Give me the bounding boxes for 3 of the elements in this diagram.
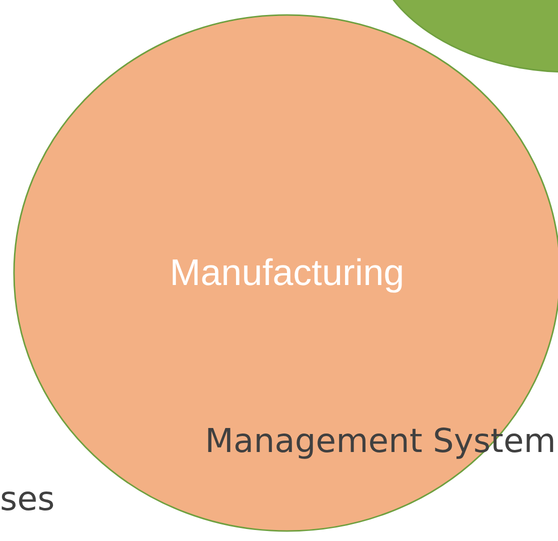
text-label: Management System — [205, 424, 556, 457]
node-label: Manufacturing — [170, 252, 404, 294]
text-label: ses — [0, 482, 55, 515]
